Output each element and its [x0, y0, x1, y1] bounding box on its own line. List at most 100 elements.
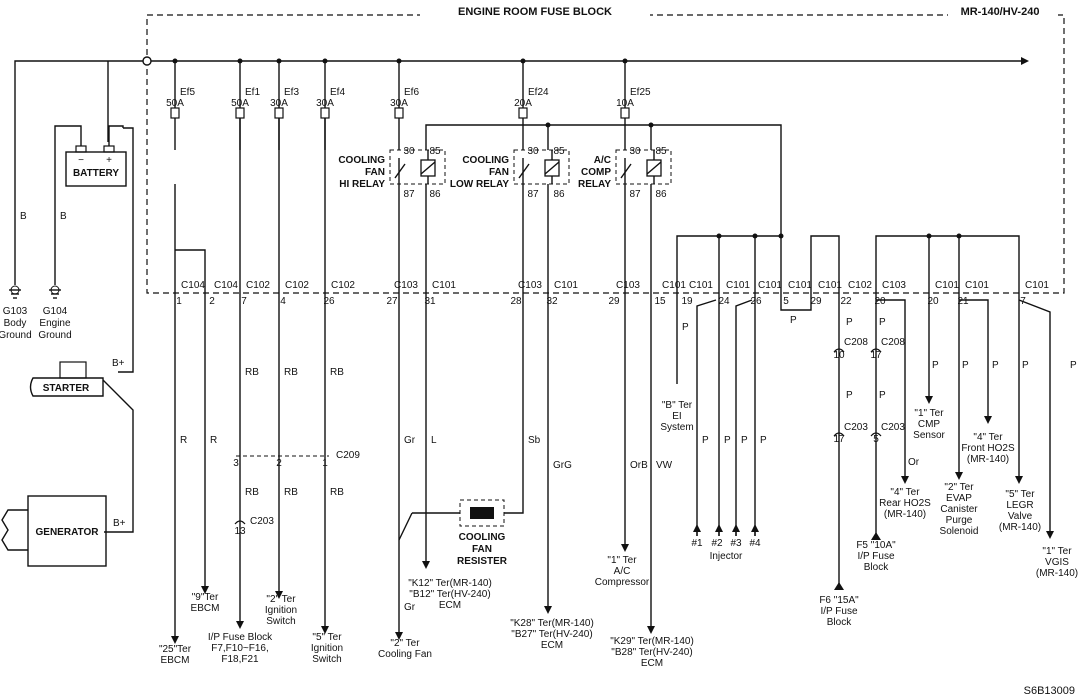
- dest-legr: (MR-140): [999, 522, 1041, 533]
- conn-c203: C203: [250, 516, 274, 527]
- dest-ebcm25: EBCM: [161, 655, 190, 666]
- dest-ebcm25: "25"Ter: [159, 644, 192, 655]
- fuse-rating: 50A: [166, 98, 184, 109]
- dest-ipfuse: F18,F21: [221, 654, 259, 665]
- dest-fan2: "2" Ter: [390, 638, 420, 649]
- svg-text:Engine: Engine: [39, 318, 71, 329]
- conn-pin: 17: [870, 350, 882, 361]
- svg-text:+: +: [106, 155, 112, 166]
- fuse-id: Ef5: [180, 87, 195, 98]
- svg-text:B+: B+: [112, 358, 125, 369]
- conn-pin: 13: [234, 526, 246, 537]
- connector-id: C101: [432, 280, 456, 291]
- dest-evap: EVAP: [946, 493, 972, 504]
- connector-pin: 29: [608, 296, 620, 307]
- fuse-rating: 30A: [390, 98, 408, 109]
- fuse-id: Ef6: [404, 87, 419, 98]
- dest-ign5: "5" Ter: [312, 632, 342, 643]
- splice-pin: 2: [276, 458, 282, 469]
- relay-box: [615, 149, 672, 185]
- connector-pin: 2: [209, 296, 215, 307]
- conn-c203: C203: [844, 422, 868, 433]
- wire-color: RB: [284, 367, 298, 378]
- wire-color: GrG: [553, 460, 572, 471]
- relay-pin-87: 87: [527, 189, 539, 200]
- connector-pin: 21: [957, 296, 969, 307]
- dest-fan2: Cooling Fan: [378, 649, 432, 660]
- dest-vgis: (MR-140): [1036, 568, 1078, 579]
- splice-id: C209: [336, 450, 360, 461]
- dest-front: (MR-140): [967, 454, 1009, 465]
- svg-text:B: B: [60, 211, 67, 222]
- wire-color: P: [790, 315, 797, 326]
- fuse-id: Ef25: [630, 87, 651, 98]
- connector-id: C101: [662, 280, 686, 291]
- connector-pin: 31: [424, 296, 436, 307]
- fuse-rating: 10A: [616, 98, 634, 109]
- dest-ac1: Compressor: [595, 577, 650, 588]
- starter: STARTER B+: [29, 358, 125, 397]
- dest-k29: "K29" Ter(MR-140): [610, 636, 694, 647]
- wire-color: P: [682, 322, 689, 333]
- dest-legr: "5" Ter: [1005, 489, 1035, 500]
- fuse-id: Ef1: [245, 87, 260, 98]
- dest-k12: "B12" Ter(HV-240): [409, 589, 490, 600]
- relay-pin-86: 86: [655, 189, 667, 200]
- relay-label: RELAY: [578, 179, 611, 190]
- relay-box: [513, 149, 570, 185]
- dest-ac1: A/C: [614, 566, 631, 577]
- connector-pin: 20: [874, 296, 886, 307]
- dest-k28: "B27" Ter(HV-240): [511, 629, 592, 640]
- connector-id: C102: [285, 280, 309, 291]
- wire-color: Gr: [404, 435, 416, 446]
- connector-pin: 4: [280, 296, 286, 307]
- svg-text:B+: B+: [113, 518, 126, 529]
- connector-id: C101: [689, 280, 713, 291]
- conn-pin: 5: [873, 434, 879, 445]
- wire-color: P: [932, 360, 939, 371]
- dest-cmp: Sensor: [913, 430, 945, 441]
- fuse-group: Ef550AEf150AEf330AEf430AEf630AEf2420AEf2…: [166, 58, 651, 150]
- battery-label: BATTERY: [73, 168, 119, 179]
- connector-id: C101: [758, 280, 782, 291]
- dest-f5: I/P Fuse: [857, 551, 894, 562]
- svg-text:G103: G103: [3, 306, 28, 317]
- wire-color: R: [210, 435, 217, 446]
- wire-color: P: [760, 435, 767, 446]
- wire-color: RB: [284, 487, 298, 498]
- dest-ign5: Switch: [312, 654, 341, 665]
- connector-id: C101: [554, 280, 578, 291]
- relay-label: COMP: [581, 167, 611, 178]
- dest-eisys: System: [660, 422, 693, 433]
- connector-id: C103: [882, 280, 906, 291]
- wire-color: P: [724, 435, 731, 446]
- relay-pin-86: 86: [429, 189, 441, 200]
- connector-id: C101: [788, 280, 812, 291]
- dest-ign2: "2" Ter: [266, 594, 296, 605]
- injector-branch: [693, 236, 759, 536]
- relay-pin-85: 85: [553, 146, 565, 157]
- fuse-block-title: ENGINE ROOM FUSE BLOCK: [458, 6, 612, 18]
- dest-evap: Purge: [946, 515, 973, 526]
- fuse-ef6: [394, 107, 404, 119]
- connector-id: C101: [818, 280, 842, 291]
- dest-ign2: Switch: [266, 616, 295, 627]
- relay-pin-30: 30: [629, 146, 641, 157]
- wire-color: P: [962, 360, 969, 371]
- relay-label: FAN: [365, 167, 385, 178]
- relay-label: COOLING: [338, 155, 385, 166]
- connector-id: C104: [181, 280, 205, 291]
- relay-pin-85: 85: [655, 146, 667, 157]
- dest-ebcm9: "9"Ter: [192, 592, 219, 603]
- svg-text:G104: G104: [43, 306, 68, 317]
- dest-rear: Rear HO2S: [879, 498, 931, 509]
- wire-color: Sb: [528, 435, 541, 446]
- connector-pin: 26: [323, 296, 335, 307]
- relay-label: FAN: [489, 167, 509, 178]
- wire-color: P: [1070, 360, 1077, 371]
- relay-pin-85: 85: [429, 146, 441, 157]
- dest-eisys: EI: [672, 411, 681, 422]
- fuse-rating: 30A: [316, 98, 334, 109]
